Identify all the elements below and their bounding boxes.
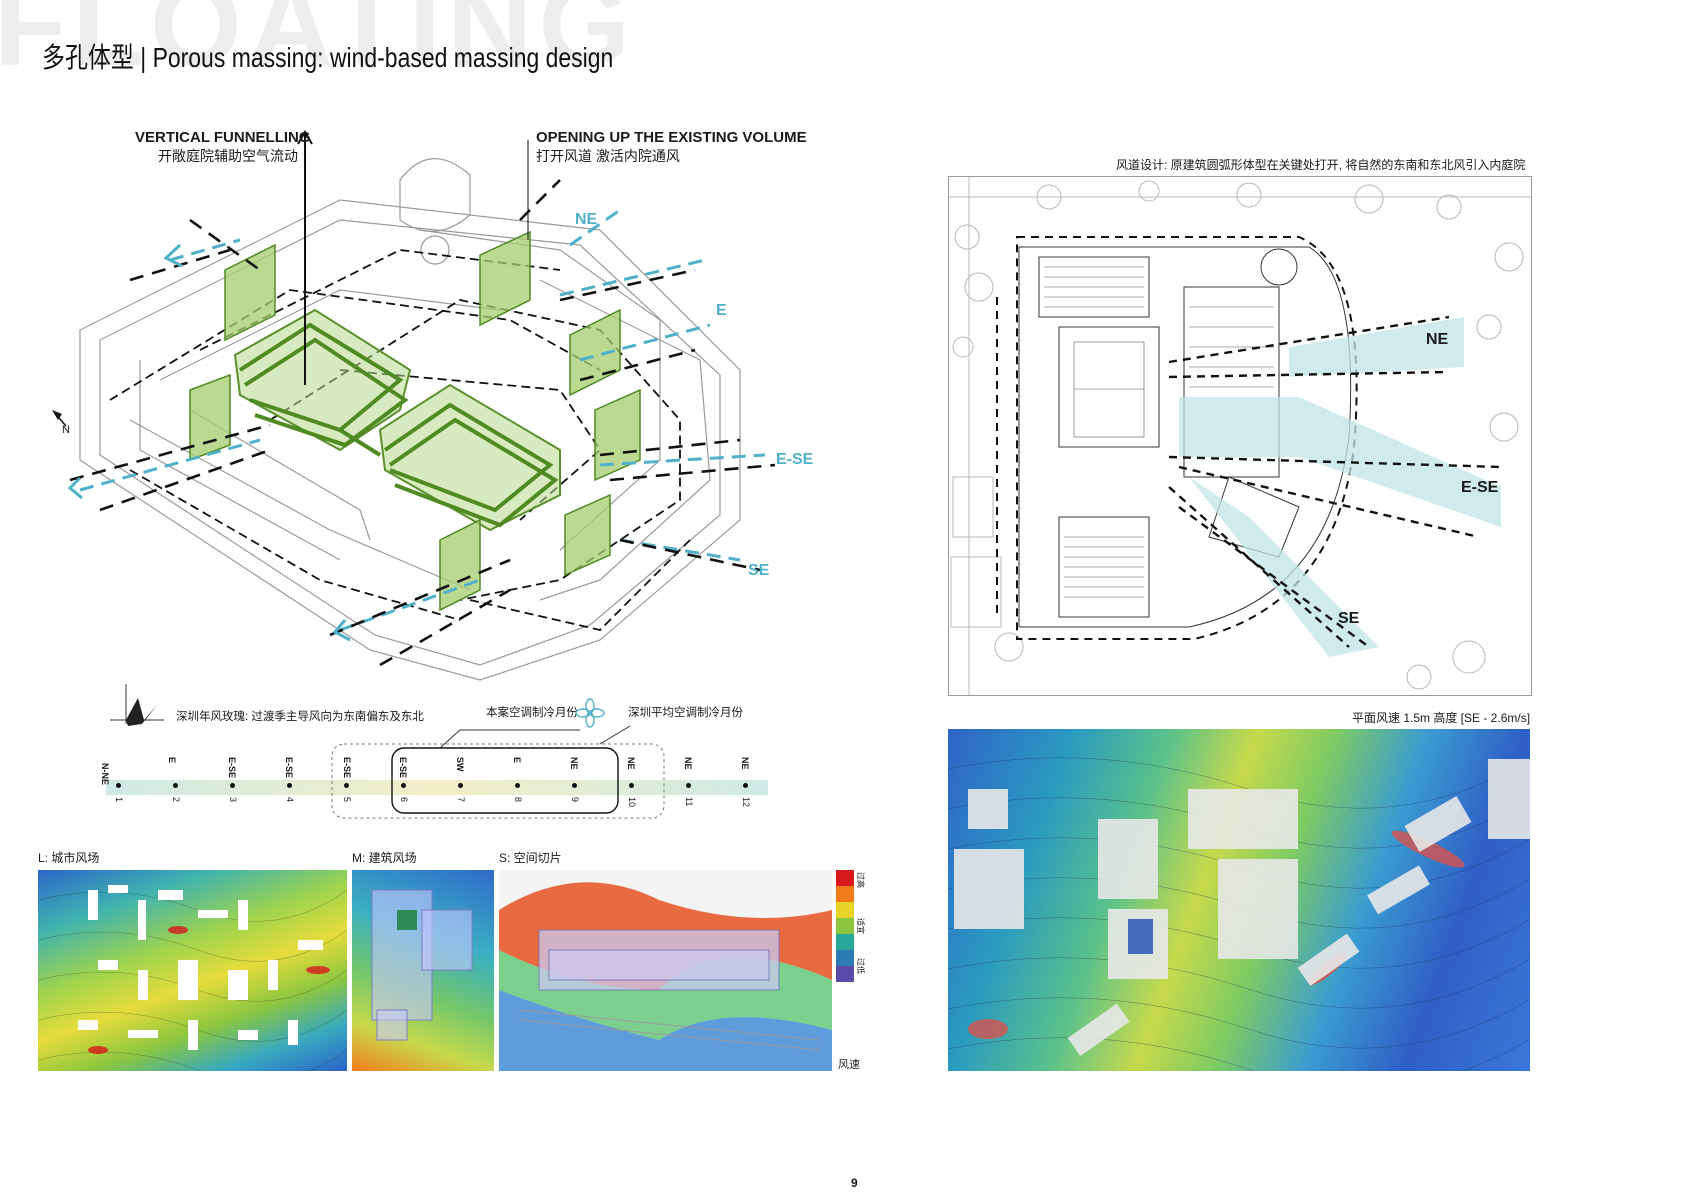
axon-wind-ne: NE: [575, 211, 598, 228]
opening-volume-label: OPENING UP THE EXISTING VOLUME: [536, 129, 807, 146]
north-label: N: [62, 424, 70, 436]
month-dot: [572, 783, 577, 788]
dir-2: E: [167, 757, 177, 764]
vertical-funnelling-cn: 开敞庭院辅助空气流动: [158, 148, 298, 164]
month-6: 6: [399, 797, 409, 803]
dir-7: SW: [455, 757, 465, 772]
legend-swatch: [836, 902, 854, 918]
plan-wind-ese: E-SE: [1461, 479, 1499, 496]
axon-wind-se: SE: [748, 562, 770, 579]
month-dot: [173, 783, 178, 788]
axon-diagram: [40, 120, 920, 730]
panel-s-label: S: 空间切片: [499, 851, 562, 865]
dir-9: NE: [569, 757, 579, 770]
panel-m-label: M: 建筑风场: [352, 851, 417, 865]
wind-rose-caption: 深圳年风玫瑰: 过渡季主导风向为东南偏东及东北: [176, 711, 424, 723]
plan-caption: 风道设计: 原建筑圆弧形体型在关键处打开, 将自然的东南和东北风引入内庭院: [1116, 158, 1526, 172]
panel-m-map: [352, 870, 494, 1071]
panel-l-map: [38, 870, 347, 1071]
month-2: 2: [171, 797, 181, 803]
wind-rose-icon: [108, 680, 168, 730]
legend-swatch: [836, 918, 854, 934]
cfd-large-caption: 平面风速 1.5m 高度 [SE - 2.6m/s]: [1352, 711, 1531, 725]
month-strip: [100, 720, 780, 820]
dir-5: E-SE: [342, 757, 352, 779]
dir-12: NE: [740, 757, 750, 770]
dir-6: E-SE: [398, 757, 408, 779]
month-dot: [458, 783, 463, 788]
legend-low-label: 过低: [856, 958, 865, 974]
project-cooling-label: 本案空调制冷月份: [486, 707, 578, 719]
fan-icon: [575, 698, 605, 728]
month-dot: [230, 783, 235, 788]
month-9: 9: [570, 797, 580, 803]
month-dot: [743, 783, 748, 788]
cfd-large-map: [948, 729, 1530, 1071]
panel-s-slice: [499, 870, 832, 1071]
month-12: 12: [741, 797, 751, 808]
dir-1: N-NE: [100, 763, 110, 785]
watermark-text: FLOATING: [0, 0, 637, 91]
month-dot: [401, 783, 406, 788]
dir-11: NE: [683, 757, 693, 770]
legend-axis-label: 风速: [838, 1059, 860, 1071]
month-4: 4: [285, 797, 295, 803]
month-3: 3: [228, 797, 238, 803]
avg-cooling-label: 深圳平均空调制冷月份: [628, 707, 743, 719]
legend-swatch: [836, 934, 854, 950]
month-dot: [686, 783, 691, 788]
legend-high-label: 过高: [856, 872, 865, 888]
month-1: 1: [114, 797, 124, 803]
page-title: 多孔体型 | Porous massing: wind-based massin…: [42, 42, 614, 73]
dir-3: E-SE: [227, 757, 237, 779]
month-8: 8: [513, 797, 523, 803]
month-dot: [344, 783, 349, 788]
month-dot: [515, 783, 520, 788]
month-7: 7: [456, 797, 466, 803]
opening-volume-cn: 打开风道 激活内院通风: [536, 148, 680, 164]
month-dot: [629, 783, 634, 788]
plan-wind-se: SE: [1338, 610, 1360, 627]
plan-wind-ne: NE: [1426, 331, 1449, 348]
month-5: 5: [342, 797, 352, 803]
panel-l-label: L: 城市风场: [38, 851, 100, 865]
axon-wind-e: E: [716, 302, 727, 319]
legend-mid-label: 适宜: [856, 918, 865, 934]
legend-swatch: [836, 870, 854, 886]
vertical-funnelling-label: VERTICAL FUNNELLING: [135, 129, 311, 146]
legend-swatch: [836, 966, 854, 982]
month-dot: [116, 783, 121, 788]
dir-4: E-SE: [284, 757, 294, 779]
dir-8: E: [512, 757, 522, 764]
month-11: 11: [684, 797, 694, 807]
dir-10: NE: [626, 757, 636, 770]
month-10: 10: [627, 797, 637, 808]
legend-swatch: [836, 950, 854, 966]
month-dot: [287, 783, 292, 788]
page-number: 9: [851, 1176, 858, 1190]
site-plan: [948, 176, 1532, 696]
axon-wind-ese: E-SE: [776, 451, 814, 468]
axon-drawing: [52, 130, 776, 681]
legend-swatch: [836, 886, 854, 902]
wind-speed-legend: [836, 870, 854, 982]
